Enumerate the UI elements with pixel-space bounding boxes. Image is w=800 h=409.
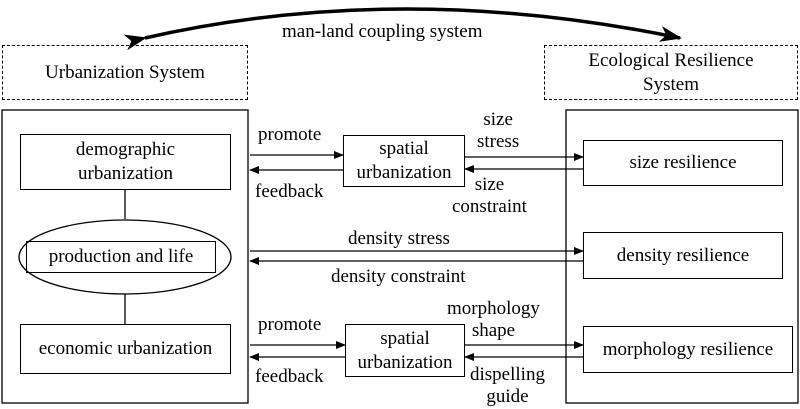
ecological-resilience-title: Ecological Resilience System — [588, 49, 754, 95]
size-constraint-label: size constraint — [452, 174, 527, 217]
size-resilience-box: size resilience — [583, 140, 783, 186]
promote-bottom-label: promote — [258, 314, 322, 335]
man-land-coupling-label: man-land coupling system — [282, 21, 483, 42]
size-resilience-text: size resilience — [629, 152, 737, 173]
demographic-urbanization-box: demographic urbanization — [20, 134, 231, 190]
ecological-resilience-header: Ecological Resilience System — [544, 45, 798, 100]
spatial-urbanization-top-text: spatial urbanization — [356, 138, 452, 183]
urbanization-system-title: Urbanization System — [45, 61, 205, 83]
morphology-resilience-text: morphology resilience — [602, 338, 774, 360]
urbanization-system-header: Urbanization System — [2, 45, 248, 100]
economic-urbanization-text: economic urbanization — [38, 338, 213, 359]
feedback-bottom-label: feedback — [255, 366, 324, 387]
production-ellipse — [18, 219, 232, 295]
feedback-top-label: feedback — [255, 181, 324, 202]
promote-top-label: promote — [258, 124, 322, 145]
spatial-urbanization-top-box: spatial urbanization — [343, 135, 465, 187]
density-stress-label: density stress — [348, 228, 450, 249]
density-constraint-label: density constraint — [331, 266, 466, 287]
size-stress-label: size stress — [477, 109, 520, 152]
ecological-system-panel — [565, 109, 799, 404]
production-and-life-box: production and life — [26, 241, 216, 273]
production-and-life-text: production and life — [48, 246, 194, 267]
coupling-curve-arrow — [123, 7, 682, 51]
density-resilience-box: density resilience — [583, 232, 783, 279]
spatial-urbanization-bottom-text: spatial urbanization — [357, 327, 453, 373]
dispelling-guide-label: dispelling guide — [470, 364, 545, 407]
demographic-urbanization-text: demographic urbanization — [75, 139, 176, 184]
morphology-shape-label: morphology shape — [447, 298, 540, 341]
urbanization-system-panel — [1, 109, 249, 404]
morphology-resilience-box: morphology resilience — [583, 326, 793, 373]
spatial-urbanization-bottom-box: spatial urbanization — [345, 324, 465, 377]
density-resilience-text: density resilience — [616, 244, 750, 266]
economic-urbanization-box: economic urbanization — [20, 324, 231, 374]
